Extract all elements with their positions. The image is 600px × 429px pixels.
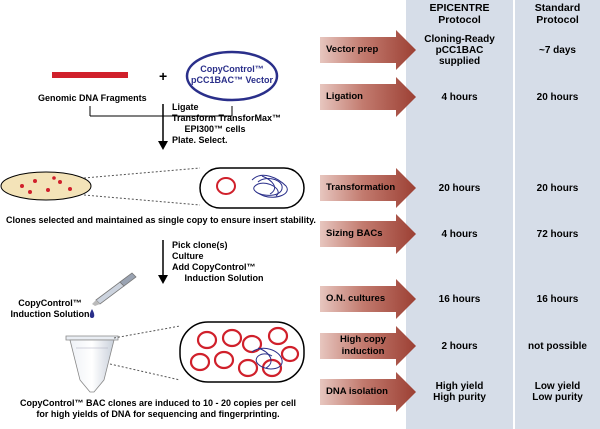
- standard-value: ~7 days: [539, 44, 576, 56]
- pipette-icon: [92, 272, 137, 306]
- step-label: DNA isolation: [326, 386, 388, 397]
- genomic-dna-bar: [52, 72, 128, 78]
- standard-header: Standard Protocol: [534, 2, 581, 26]
- clones-caption: Clones selected and maintained as single…: [6, 215, 316, 225]
- step-label: Vector prep: [326, 44, 379, 55]
- high-copy-cell: [179, 321, 305, 383]
- epicentre-value: High yield High purity: [433, 381, 486, 403]
- induction-solution-label: CopyControl™ Induction Solution: [10, 298, 90, 319]
- step-arrow: [320, 372, 416, 412]
- standard-value: not possible: [528, 340, 587, 352]
- epicentre-value: 16 hours: [438, 293, 481, 305]
- drop-icon: [89, 309, 95, 318]
- epicentre-column: [406, 0, 513, 429]
- petri-dish: [0, 171, 92, 201]
- step-arrow: [320, 168, 416, 208]
- vector-plasmid-ring: [185, 50, 279, 102]
- merge-bracket: [89, 106, 233, 117]
- standard-value: 72 hours: [536, 228, 579, 240]
- step2-instructions: Pick clone(s) Culture Add CopyControl™ I…: [172, 240, 264, 283]
- step-label: Transformation: [326, 182, 396, 193]
- vector-label: CopyControl™ pCC1BAC™ Vector: [190, 64, 273, 85]
- step-arrow: [320, 326, 416, 366]
- final-caption: CopyControl™ BAC clones are induced to 1…: [19, 398, 297, 419]
- colony-dots: [20, 176, 72, 194]
- step-label: High copy induction: [340, 334, 386, 357]
- step-label: Ligation: [326, 91, 363, 102]
- step-arrow: [320, 214, 416, 254]
- standard-value: 16 hours: [536, 293, 579, 305]
- step-arrow: [320, 30, 416, 70]
- step-arrow: [320, 279, 416, 319]
- step-label: O.N. cultures: [326, 293, 386, 304]
- standard-value: Low yield Low purity: [532, 381, 583, 403]
- step-label: Sizing BACs: [326, 228, 383, 239]
- tube-icon: [65, 335, 119, 393]
- epicentre-value: Cloning-Ready pCC1BAC supplied: [424, 33, 495, 67]
- plus-sign: +: [159, 68, 168, 84]
- standard-column: [515, 0, 600, 429]
- high-copy-plasmids: [189, 326, 300, 378]
- standard-value: 20 hours: [536, 182, 579, 194]
- step1-instructions: Ligate Transform TransforMax™ EPI300™ ce…: [172, 102, 282, 145]
- epicentre-header: EPICENTRE Protocol: [429, 2, 490, 26]
- epicentre-value: 4 hours: [441, 228, 478, 240]
- epicentre-value: 4 hours: [441, 91, 478, 103]
- single-copy-cell: [199, 167, 305, 209]
- step-arrow: [320, 77, 416, 117]
- epicentre-value: 2 hours: [441, 340, 478, 352]
- epicentre-value: 20 hours: [438, 182, 481, 194]
- genomic-dna-label: Genomic DNA Fragments: [38, 93, 147, 103]
- standard-value: 20 hours: [536, 91, 579, 103]
